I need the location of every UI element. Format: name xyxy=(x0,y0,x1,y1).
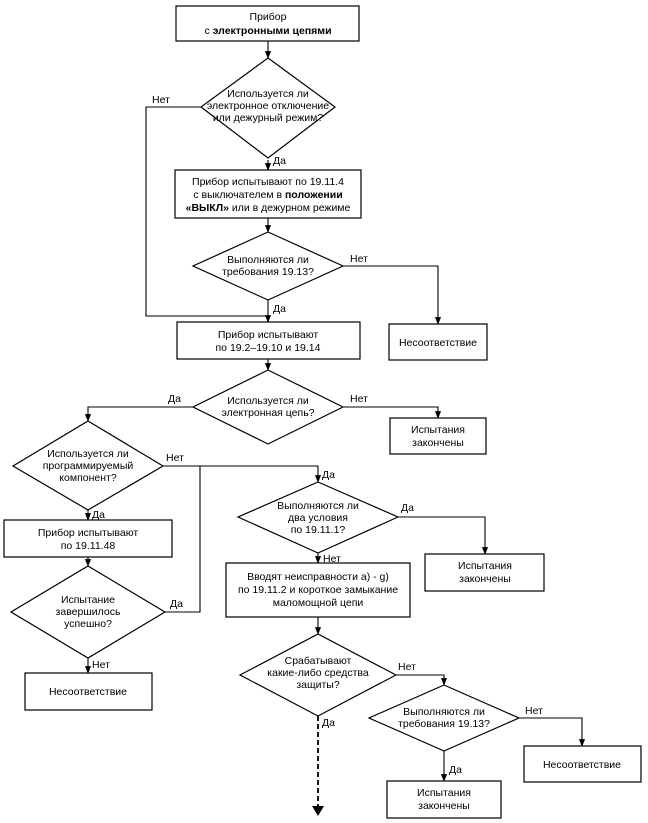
terminal-text: Несоответствие xyxy=(49,686,127,698)
edge-q2c-yes xyxy=(398,516,489,555)
process-text: Прибор испытывают по 19.11.4 xyxy=(192,176,344,188)
process-text: по 19.2–19.10 и 19.14 xyxy=(216,342,321,354)
label-no: Нет xyxy=(166,452,184,464)
continue-arrow-icon xyxy=(312,806,324,816)
decision-text: успешно? xyxy=(64,618,112,630)
label-yes: Да xyxy=(170,598,183,610)
process-text: маломощной цепи xyxy=(273,597,364,609)
process-text: по 19.11.2 и короткое замыкание xyxy=(238,584,398,596)
decision-text: завершилось xyxy=(56,606,121,618)
label-yes: Да xyxy=(273,303,286,315)
terminal-done-a: Испытания закончены xyxy=(389,417,487,455)
edge-qec-yes xyxy=(84,406,193,422)
process-test-19-2: Прибор испытывают по 19.2–19.10 и 19.14 xyxy=(176,321,361,360)
edge-qec-no xyxy=(343,406,442,419)
terminal-text: Несоответствие xyxy=(543,759,621,771)
terminal-text: Несоответствие xyxy=(399,337,477,349)
label-no: Нет xyxy=(350,393,368,405)
label-no: Нет xyxy=(152,94,170,106)
terminal-nonconformity-b: Несоответствие xyxy=(24,672,153,711)
decision-text: электронная цепь? xyxy=(221,407,314,419)
edge-qprot-no xyxy=(396,674,448,686)
label-yes: Да xyxy=(273,155,286,167)
decision-text: Используется ли xyxy=(227,395,309,407)
terminal-text: Испытания xyxy=(417,787,471,799)
terminal-text: закончены xyxy=(412,437,464,449)
decision-text: компонент? xyxy=(59,472,117,484)
terminal-text: закончены xyxy=(418,800,470,812)
label-no: Нет xyxy=(92,659,110,671)
node-start-line2: с электронными цепями xyxy=(204,25,331,37)
label-yes: Да xyxy=(322,469,335,481)
terminal-text: Испытания xyxy=(458,560,512,572)
decision-text: Выполняются ли xyxy=(403,706,485,718)
decision-text: Выполняются ли xyxy=(227,254,309,266)
decision-protection: Срабатывают какие-либо средства защиты? xyxy=(238,633,398,717)
process-faults: Вводят неисправности а) - g) по 19.11.2 … xyxy=(225,562,411,618)
terminal-done-c: Испытания закончены xyxy=(386,780,502,819)
label-yes: Да xyxy=(92,509,105,521)
label-yes: Да xyxy=(401,502,414,514)
edge-q1-no-loop xyxy=(145,106,268,317)
process-text: «ВЫКЛ» или в дежурном режиме xyxy=(186,202,351,214)
process-text: Прибор испытывают xyxy=(38,527,139,539)
node-start-line1: Прибор xyxy=(250,11,287,23)
terminal-done-b: Испытания закончены xyxy=(424,553,545,592)
terminal-text: закончены xyxy=(459,573,511,585)
process-test-off: Прибор испытывают по 19.11.4 с выключате… xyxy=(174,169,362,219)
decision-text: Используется ли xyxy=(47,448,129,460)
edge-qts-yes xyxy=(165,466,201,613)
process-text: с выключателем в положении xyxy=(193,189,342,201)
label-yes: Да xyxy=(168,393,181,405)
edge-qreq-no xyxy=(343,265,442,325)
label-no: Нет xyxy=(525,705,543,717)
decision-text: защиты? xyxy=(296,679,340,691)
label-yes: Да xyxy=(449,764,462,776)
decision-text: два условия xyxy=(288,512,348,524)
decision-text: по 19.11.1? xyxy=(291,524,346,536)
decision-req-1913-b: Выполняются ли требования 19.13? xyxy=(367,684,521,752)
decision-text: Срабатывают xyxy=(285,655,352,667)
decision-electronic-circuit: Используется ли электронная цепь? xyxy=(191,369,345,445)
decision-text: или дежурный режим? xyxy=(213,112,324,124)
node-start: Прибор с электронными цепями xyxy=(175,5,360,42)
process-test-19-11-48: Прибор испытывают по 19.11.48 xyxy=(3,519,173,558)
process-text: по 19.11.48 xyxy=(61,540,116,552)
decision-text: какие-либо средства xyxy=(267,667,369,679)
label-no: Нет xyxy=(398,661,416,673)
decision-electronic-off: Используется ли электронное отключение и… xyxy=(199,57,337,159)
decision-req-1913-a: Выполняются ли требования 19.13? xyxy=(191,231,345,301)
decision-text: требования 19.13? xyxy=(222,266,314,278)
decision-text: требования 19.13? xyxy=(398,718,490,730)
label-no: Нет xyxy=(350,253,368,265)
decision-test-success: Испытание завершилось успешно? xyxy=(9,565,167,659)
terminal-nonconformity-a: Несоответствие xyxy=(388,323,488,361)
decision-text: Испытание xyxy=(61,594,115,606)
decision-programmable: Используется ли программируемый компонен… xyxy=(11,420,165,511)
terminal-nonconformity-c: Несоответствие xyxy=(523,745,642,783)
edges xyxy=(84,41,586,816)
edge-labels: Да Нет Нет Да Да Нет Нет Да Да Да Нет Да… xyxy=(92,94,543,776)
edge-qreqb-no xyxy=(519,717,586,747)
decision-two-conditions: Выполняются ли два условия по 19.11.1? xyxy=(236,481,400,554)
edge-qprog-no xyxy=(163,465,322,483)
decision-text: программируемый xyxy=(43,460,134,472)
label-no: Нет xyxy=(323,553,341,565)
decision-text: электронное отключение xyxy=(207,100,329,112)
terminal-text: Испытания xyxy=(411,424,465,436)
label-yes: Да xyxy=(322,717,335,729)
process-text: Вводят неисправности а) - g) xyxy=(247,571,389,583)
decision-text: Выполняются ли xyxy=(277,500,359,512)
decision-text: Используется ли xyxy=(227,88,309,100)
process-text: Прибор испытывают xyxy=(218,329,319,341)
